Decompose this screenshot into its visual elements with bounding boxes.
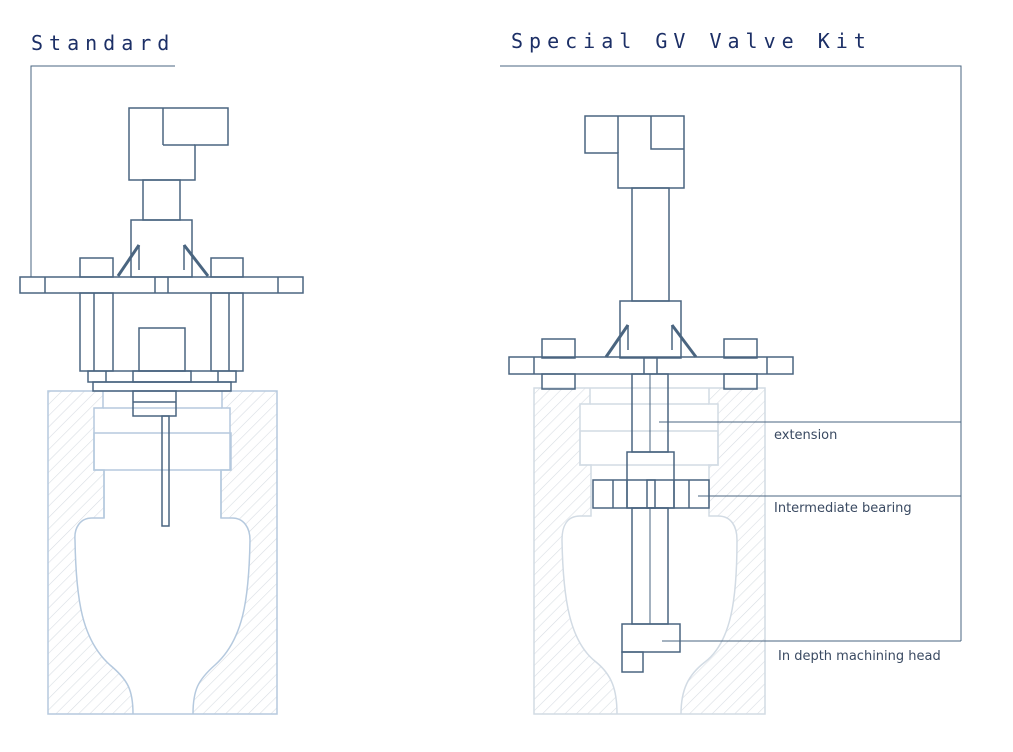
standard-bracket <box>30 65 175 277</box>
machining-head <box>621 623 681 673</box>
special-kit-bracket <box>500 65 962 641</box>
standard-clamps <box>116 244 210 277</box>
machining-head-label: In depth machining head <box>778 649 941 664</box>
standard-tool <box>19 107 304 527</box>
special-flange <box>508 356 794 375</box>
intermediate-bearing-label: Intermediate bearing <box>774 501 912 516</box>
special-tool <box>508 115 794 673</box>
leader-lines <box>659 421 961 642</box>
extension-shaft <box>631 373 669 453</box>
extension-label: extension <box>774 428 838 443</box>
intermediate-bearing <box>592 451 710 509</box>
standard-flange <box>19 276 304 294</box>
special-motor-head <box>584 115 685 189</box>
special-workpiece <box>533 387 766 715</box>
standard-title: Standard <box>31 31 176 55</box>
special-kit-title: Special GV Valve Kit <box>511 29 872 53</box>
standard-motor-head <box>128 107 229 181</box>
special-clamps <box>604 324 698 358</box>
